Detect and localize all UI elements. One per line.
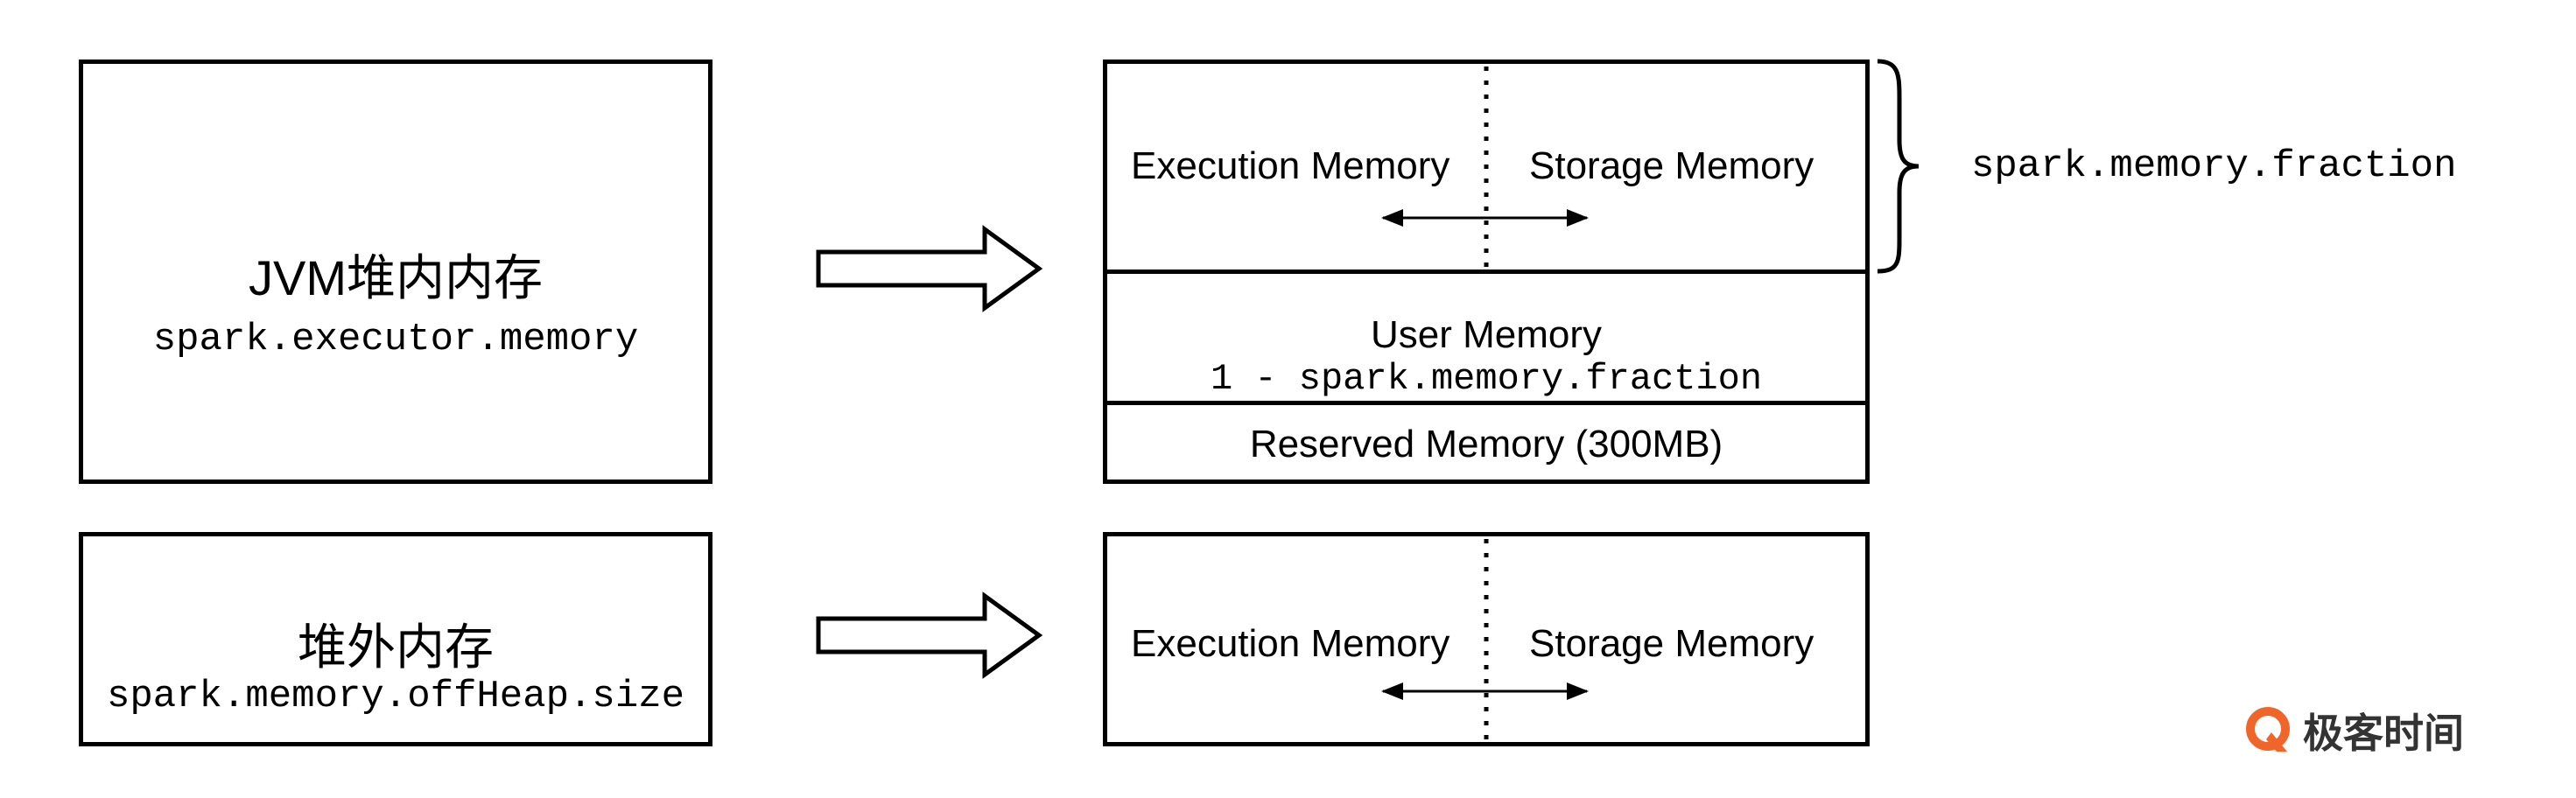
execution-memory-label: Execution Memory [1131, 144, 1450, 187]
memory-fraction-label: spark.memory.fraction [1971, 144, 2457, 188]
offheap-param: spark.memory.offHeap.size [106, 675, 685, 718]
geektime-logo: 极客时间 [2245, 700, 2464, 761]
user-memory-title: User Memory [1370, 313, 1603, 356]
storage-memory-label: Storage Memory [1529, 144, 1814, 187]
user-memory-param: 1 - spark.memory.fraction [1210, 358, 1763, 400]
reserved-memory-label: Reserved Memory (300MB) [1249, 423, 1723, 466]
offheap-execution-memory-label: Execution Memory [1131, 622, 1450, 665]
top-double-arrow-icon [1381, 209, 1589, 227]
offheap-title: 堆外内存 [298, 620, 494, 675]
offheap-storage-memory-label: Storage Memory [1529, 622, 1814, 665]
top-flow-arrow-icon [816, 225, 1043, 312]
bottom-flow-arrow-icon [816, 592, 1043, 679]
user-memory-box: User Memory 1 - spark.memory.fraction [1103, 270, 1870, 405]
bottom-double-arrow-icon [1381, 682, 1589, 700]
geektime-logo-icon [2245, 706, 2294, 755]
offheap-box: 堆外内存 spark.memory.offHeap.size [79, 532, 712, 746]
jvm-heap-box: JVM堆内内存 spark.executor.memory [79, 60, 712, 484]
jvm-heap-title: JVM堆内内存 [249, 250, 543, 305]
reserved-memory-box: Reserved Memory (300MB) [1103, 401, 1870, 484]
geektime-logo-text: 极客时间 [2303, 710, 2464, 757]
curly-brace-icon [1877, 59, 1920, 274]
jvm-heap-param: spark.executor.memory [152, 318, 639, 361]
